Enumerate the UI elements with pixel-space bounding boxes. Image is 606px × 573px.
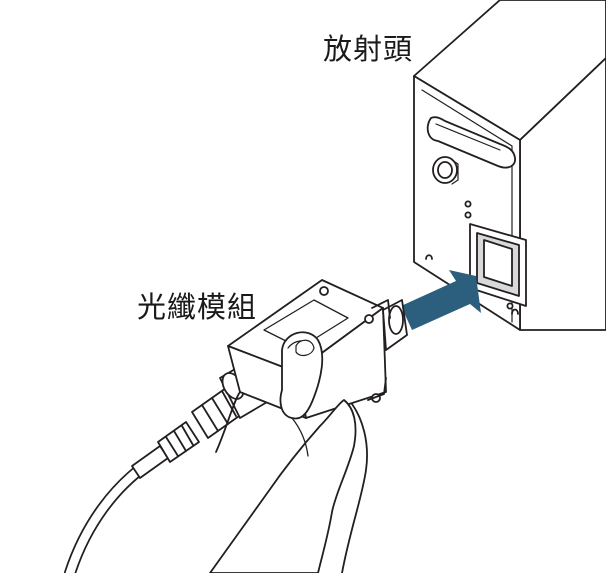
round-connector [432, 156, 459, 185]
module-screw [364, 314, 374, 324]
module-screw [319, 286, 329, 296]
fiber-module-label: 光纖模組 [137, 290, 258, 324]
screw-dot [464, 211, 472, 219]
emission-head [413, 0, 606, 331]
insert-direction-arrow-icon [401, 270, 481, 330]
screw-dot [464, 200, 472, 208]
fiber-cable [64, 456, 156, 573]
handle [426, 116, 516, 169]
screw-dot [506, 302, 514, 310]
fiber-port [469, 223, 527, 307]
fiber-module [227, 279, 408, 419]
emission-head-label: 放射頭 [323, 32, 414, 66]
hand [209, 331, 368, 573]
